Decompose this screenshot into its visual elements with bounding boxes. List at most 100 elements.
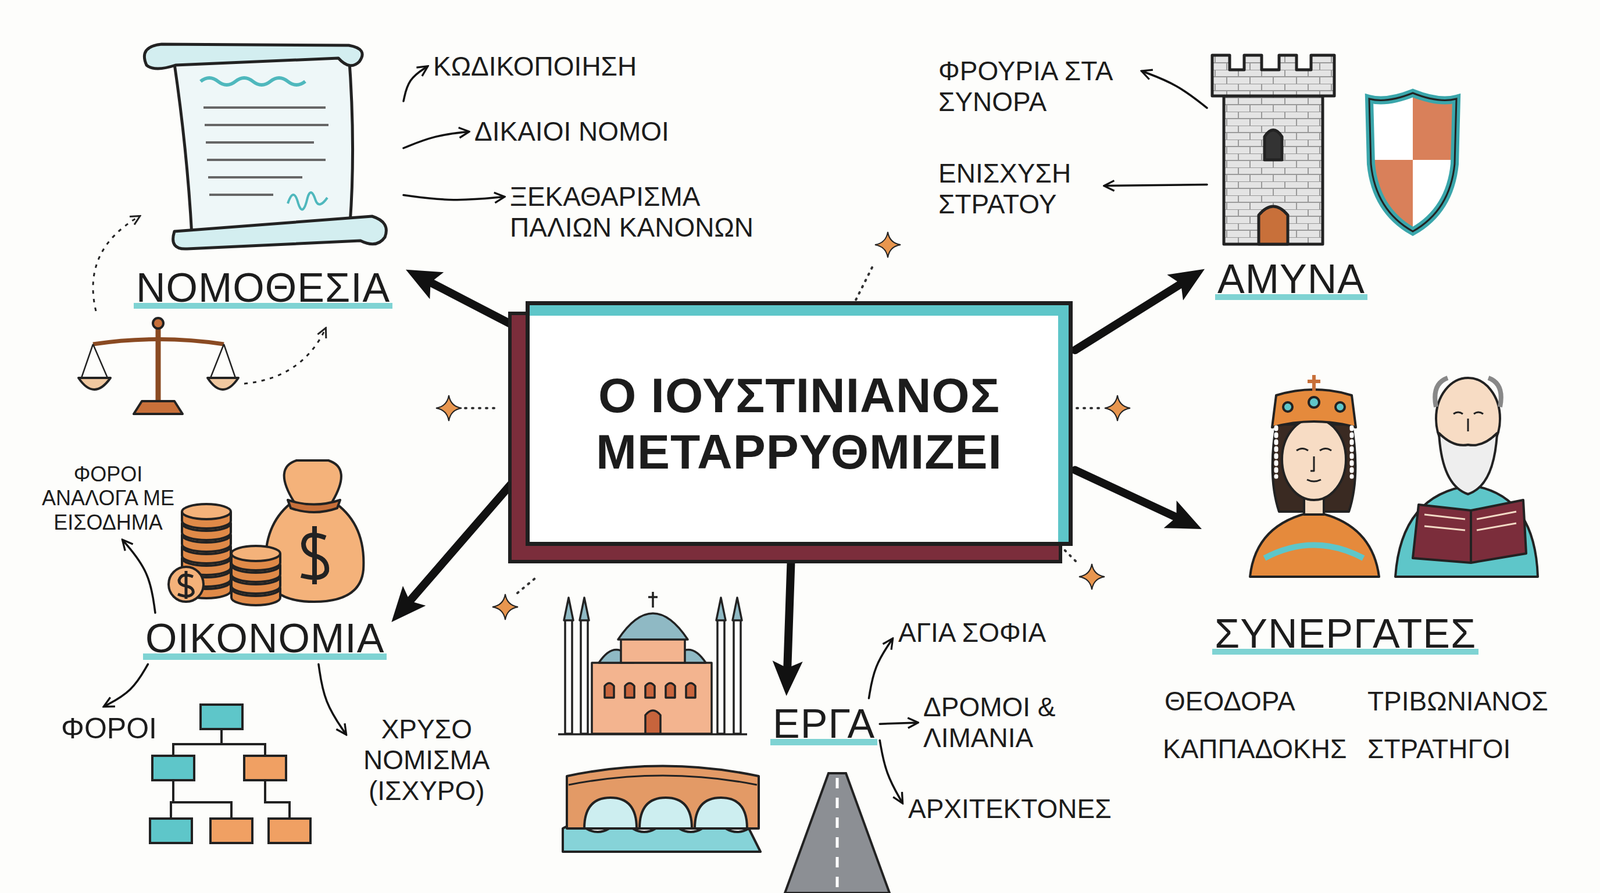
coin-icon: [231, 545, 281, 571]
topic-heading: ΕΡΓΑ: [770, 700, 878, 748]
collaborator-name: ΚΑΠΠΑΔΟΚΗΣ: [1162, 733, 1347, 765]
topic-item: ΑΡΧΙΤΕΚΤΟΝΕΣ: [908, 793, 1112, 825]
theodora-portrait: [1276, 427, 1352, 477]
coin-icon: [168, 566, 204, 602]
item-text: ΑΡΧΙΤΕΚΤΟΝΕΣ: [908, 793, 1112, 825]
money-icon: [168, 460, 364, 606]
bridge-icon: [584, 797, 748, 829]
org-chart-icon: [210, 818, 253, 844]
theodora-portrait: [1296, 448, 1332, 482]
item-arrow: [868, 638, 893, 699]
scroll-icon: [200, 77, 306, 85]
item-arrow: [403, 195, 505, 200]
scroll-icon: [144, 44, 363, 69]
item-text: ΚΩΔΙΚΟΠΟΙΗΣΗ: [433, 51, 637, 82]
scroll-icon: [203, 107, 329, 195]
bridge-icon: [562, 766, 761, 853]
org-chart-icon: [150, 704, 311, 844]
heading-text: ΣΥΝΕΡΓΑΤΕΣ: [1212, 610, 1479, 658]
sparkle: [875, 231, 901, 258]
central-box: Ο ΙΟΥΣΤΙΝΙΑΝΟΣ ΜΕΤΑΡΡΥΘΜΙΖΕΙ: [525, 301, 1073, 546]
bridge-icon: [568, 775, 757, 785]
tribonian-portrait: [1412, 500, 1527, 563]
tribonian-portrait: [1438, 433, 1498, 495]
tower-icon: [1212, 55, 1335, 245]
item-arrow: [318, 664, 346, 735]
shield-icon: [1366, 87, 1466, 239]
shield-icon: [1369, 93, 1457, 232]
dashed-arrow: [244, 328, 326, 384]
collaborator-name: ΣΤΡΑΤΗΓΟΙ: [1367, 733, 1511, 765]
road-icon: [784, 773, 890, 893]
hagia-sophia-icon: [558, 733, 748, 736]
scales-icon: [93, 339, 224, 345]
topic-item: ΑΓΙΑ ΣΟΦΙΑ: [898, 617, 1046, 649]
tower-icon: [1264, 130, 1282, 161]
scroll-icon: [173, 216, 387, 249]
item-text: ΦΟΡΟΙ ΑΝΑΛΟΓΑ ΜΕ ΕΙΣΟΔΗΜΑ: [34, 462, 182, 535]
branch-arrow: [408, 469, 524, 602]
scroll-icon: [287, 192, 328, 210]
item-text: ΦΟΡΟΙ: [61, 712, 157, 746]
theodora-portrait: [1250, 511, 1380, 577]
tribonian-portrait: [1395, 377, 1538, 577]
shield-icon: [1369, 93, 1457, 232]
item-text: ΔΙΚΑΙΟΙ ΝΟΜΟΙ: [474, 116, 670, 148]
collaborator-name: ΘΕΟΔΟΡΑ: [1164, 686, 1296, 717]
sparkle-trail: [854, 267, 873, 303]
coin-icon: [177, 570, 194, 599]
item-arrow: [879, 722, 918, 724]
org-chart-icon: [152, 755, 195, 781]
theodora-portrait: [1264, 545, 1364, 559]
item-text: ΕΝΙΣΧΥΣΗ ΣΤΡΑΤΟΥ: [938, 158, 1099, 220]
scales-icon: [207, 377, 239, 390]
topic-item: ΞΕΚΑΘΑΡΙΣΜΑ ΠΑΛΙΩΝ ΚΑΝΟΝΩΝ: [509, 181, 783, 244]
tribonian-portrait: [1453, 412, 1484, 432]
road-icon: [784, 773, 890, 893]
bridge-icon: [566, 766, 759, 830]
coin-icon: [181, 504, 231, 529]
topic-item: ΕΝΙΣΧΥΣΗ ΣΤΡΑΤΟΥ: [938, 158, 1099, 220]
topic-item: ΦΟΡΟΙ ΑΝΑΛΟΓΑ ΜΕ ΕΙΣΟΔΗΜΑ: [34, 462, 182, 535]
topic-heading: ΝΟΜΟΘΕΣΙΑ: [127, 34, 402, 312]
scales-icon: [81, 344, 236, 378]
topic-item: ΧΡΥΣΟ ΝΟΜΙΣΜΑ (ΙΣΧΥΡΟ): [351, 713, 502, 807]
money-icon: [287, 500, 341, 513]
coin-icon: [231, 545, 281, 562]
hagia-sophia-icon: [648, 591, 658, 608]
org-chart-icon: [150, 818, 192, 844]
shield-icon: [1366, 87, 1466, 239]
sparkle: [436, 395, 462, 421]
hagia-sophia-icon: [591, 662, 712, 734]
item-text: ΞΕΚΑΘΑΡΙΣΜΑ ΠΑΛΙΩΝ ΚΑΝΟΝΩΝ: [509, 181, 783, 244]
topic-heading: ΣΥΝΕΡΓΑΤΕΣ: [1206, 366, 1541, 657]
tower-icon: [1258, 206, 1288, 245]
coin-icon: [168, 566, 204, 602]
branch-arrow: [429, 281, 524, 331]
theodora-portrait: [1250, 375, 1380, 577]
sparkle: [492, 594, 519, 620]
heading-text: ΟΙΚΟΝΟΜΙΑ: [143, 615, 387, 663]
tribonian-portrait: [1434, 377, 1502, 407]
item-arrow: [104, 664, 148, 707]
topic-heading: ΑΜΥΝΑ: [1209, 46, 1376, 303]
sparkle-trail: [1063, 549, 1076, 562]
scales-icon: [133, 401, 183, 414]
topic-item: ΚΩΔΙΚΟΠΟΙΗΣΗ: [433, 51, 637, 82]
theodora-portrait: [1307, 375, 1321, 391]
tribonian-portrait: [1395, 485, 1538, 577]
branch-arrow: [787, 548, 792, 670]
item-text: ΦΡΟΥΡΙΑ ΣΤΑ ΣΥΝΟΡΑ: [938, 55, 1137, 118]
road-icon: [836, 777, 839, 893]
theodora-portrait: [1335, 402, 1345, 412]
tribonian-portrait: [1469, 510, 1473, 563]
item-arrow: [1104, 184, 1207, 187]
topic-item: ΔΙΚΑΙΟΙ ΝΟΜΟΙ: [474, 116, 670, 148]
topic-item: ΦΟΡΟΙ: [61, 712, 157, 746]
scales-icon: [78, 318, 239, 414]
dashed-arrow: [93, 216, 140, 312]
tower-icon: [1223, 95, 1323, 245]
heading-text: ΝΟΜΟΘΕΣΙΑ: [133, 264, 393, 312]
coin-icon: [181, 504, 231, 520]
